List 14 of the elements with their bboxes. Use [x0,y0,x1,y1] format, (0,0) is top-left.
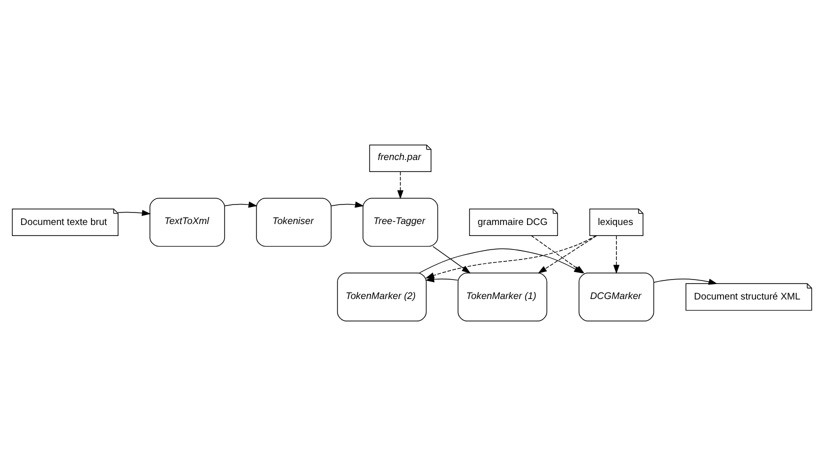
arrow [397,171,404,200]
arrow [613,235,620,274]
arrow [224,202,258,208]
node-box: Tokeniser [256,198,332,247]
arrow [425,235,596,278]
arrow [654,278,718,285]
arrow [432,246,471,274]
node-box: TokenMarker (2) [337,272,427,322]
node-box: Tree-Tagger [362,198,438,247]
arrow [118,210,151,216]
node-box: DCGMarker [578,272,654,322]
node-box: TextToXml [150,198,225,247]
arrow [330,202,364,208]
node-box: TokenMarker (1) [458,272,548,322]
